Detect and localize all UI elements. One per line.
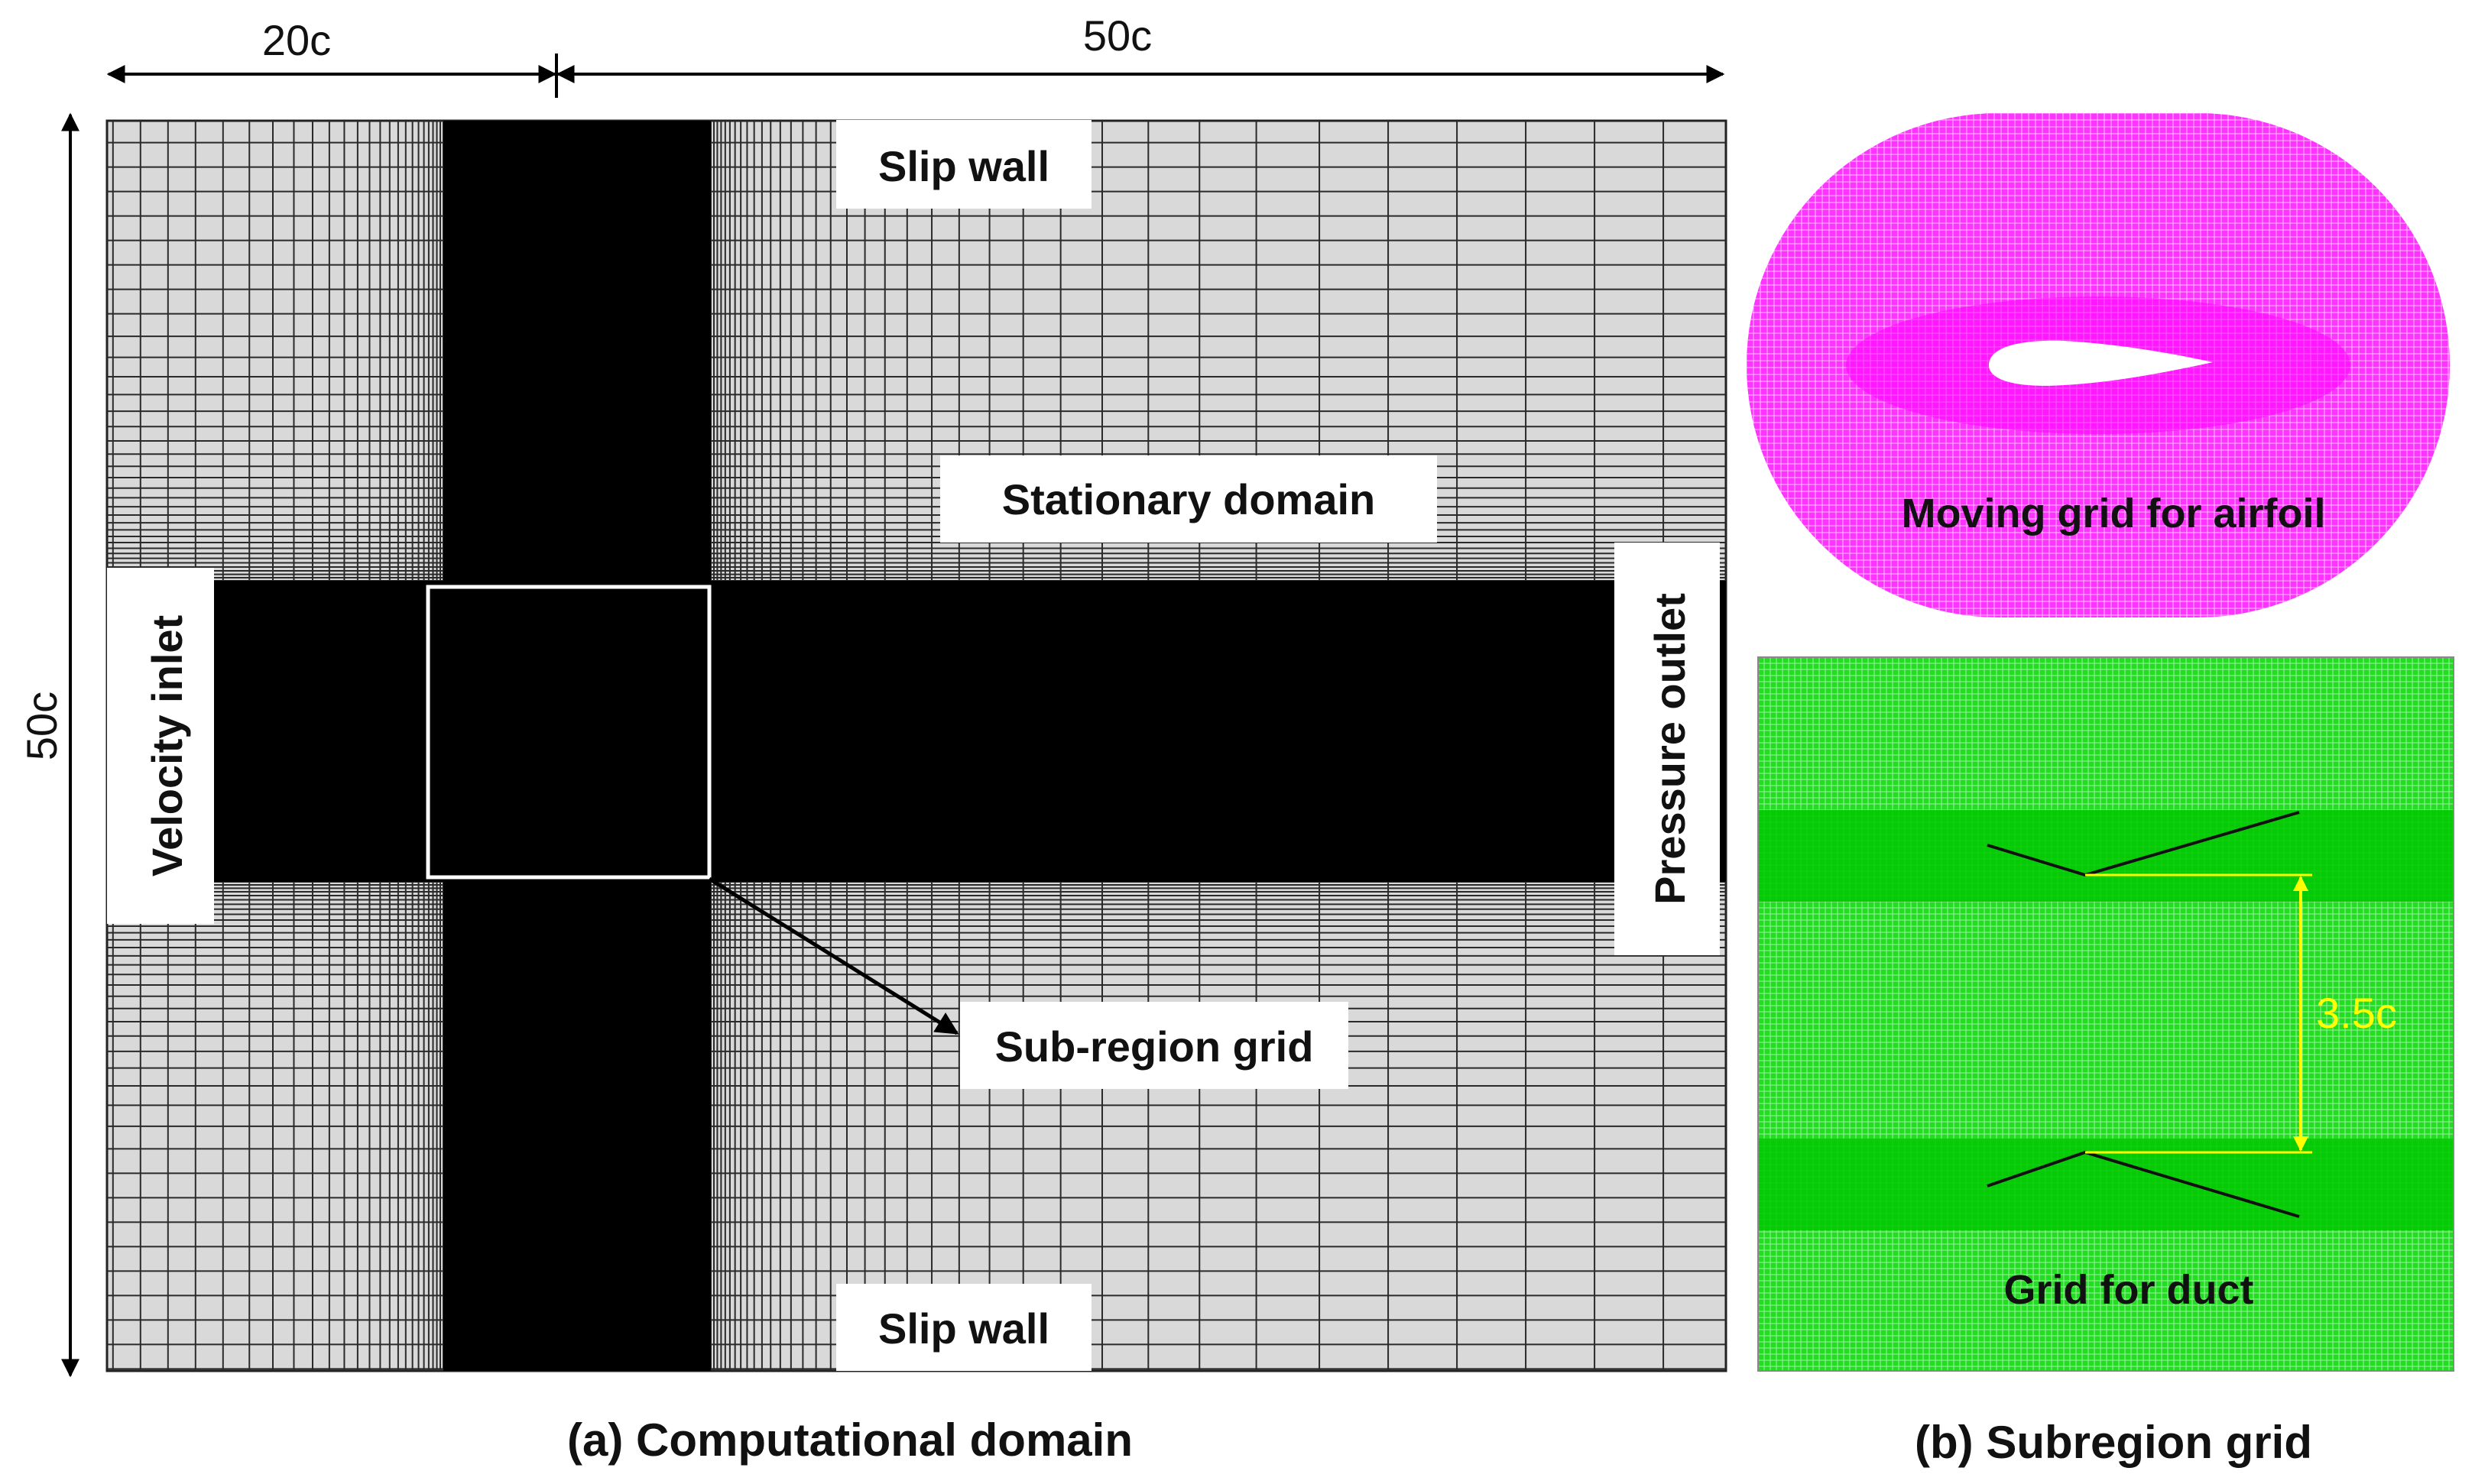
stationary-domain-box xyxy=(940,455,1437,543)
slip-wall-bottom-label: Slip wall xyxy=(878,1304,1049,1353)
dense-horizontal-band xyxy=(107,581,1726,882)
velocity-inlet-box xyxy=(107,568,214,924)
airfoil-label: Moving grid for airfoil xyxy=(1902,491,2326,536)
dim-label-50c-top: 50c xyxy=(1083,11,1152,60)
duct-dense-band-upper xyxy=(1758,810,2454,902)
pressure-outlet-box xyxy=(1614,543,1720,955)
subregion-box xyxy=(426,585,712,880)
slip-wall-top-label: Slip wall xyxy=(878,142,1049,190)
dim-label-20c: 20c xyxy=(262,16,331,64)
dim-label-50c-left: 50c xyxy=(18,692,66,760)
duct-dense-band-lower xyxy=(1758,1139,2454,1230)
computational-domain-panel: 20c 50c 50c Slip wall Slip wall Stationa… xyxy=(18,11,1727,1466)
velocity-inlet-label: Velocity inlet xyxy=(143,615,191,876)
duct-grid-border xyxy=(1757,656,2454,1372)
duct-grid-panel: 3.5c Grid for duct xyxy=(1757,656,2454,1372)
slip-wall-bottom-box xyxy=(836,1284,1092,1371)
duct-label: Grid for duct xyxy=(2004,1267,2254,1313)
pressure-outlet-label: Pressure outlet xyxy=(1646,593,1694,905)
slip-wall-top-box xyxy=(836,120,1092,209)
stationary-domain-label: Stationary domain xyxy=(1002,475,1376,523)
subregion-label: Sub-region grid xyxy=(995,1022,1314,1071)
airfoil-grid-panel: Moving grid for airfoil xyxy=(1747,113,2450,617)
panel-b-caption: (b) Subregion grid xyxy=(1915,1417,2312,1468)
gap-label: 3.5c xyxy=(2316,989,2397,1037)
airfoil-shape xyxy=(1989,340,2213,386)
subregion-label-box xyxy=(960,1002,1348,1089)
subregion-pointer-arrow xyxy=(708,876,959,1035)
panel-a-caption: (a) Computational domain xyxy=(567,1414,1133,1466)
